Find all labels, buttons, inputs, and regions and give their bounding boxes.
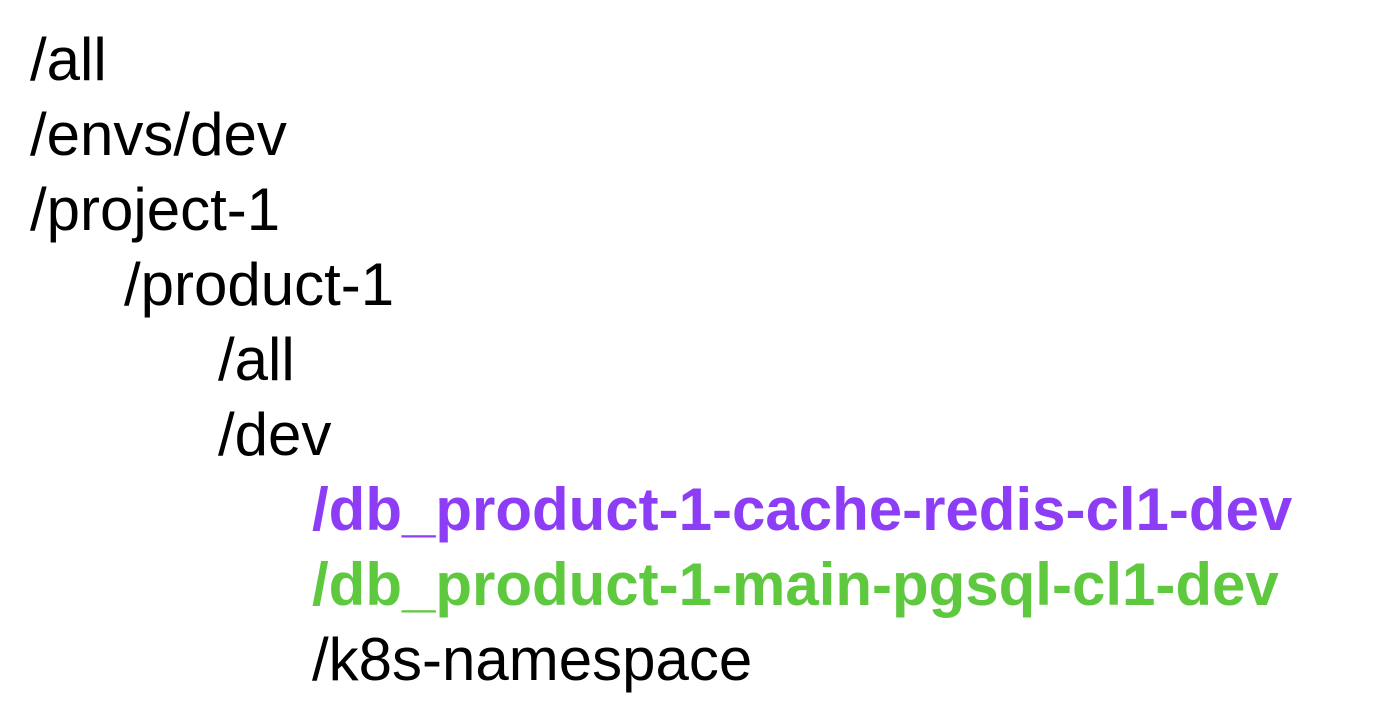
- tree-node-pgsql-db: /db_product-1-main-pgsql-cl1-dev: [312, 551, 1279, 618]
- tree-node-product-all: /all: [218, 326, 295, 393]
- tree-node-redis-db: /db_product-1-cache-redis-cl1-dev: [312, 476, 1293, 543]
- tree-node-all-root: /all: [30, 26, 107, 93]
- tree-node-product-dev: /dev: [218, 401, 332, 468]
- tree-node-product-1: /product-1: [124, 251, 395, 318]
- tree-node-project-1: /project-1: [30, 176, 281, 243]
- tree-node-k8s-namespace: /k8s-namespace: [312, 626, 753, 693]
- tree-node-envs-dev: /envs/dev: [30, 101, 287, 168]
